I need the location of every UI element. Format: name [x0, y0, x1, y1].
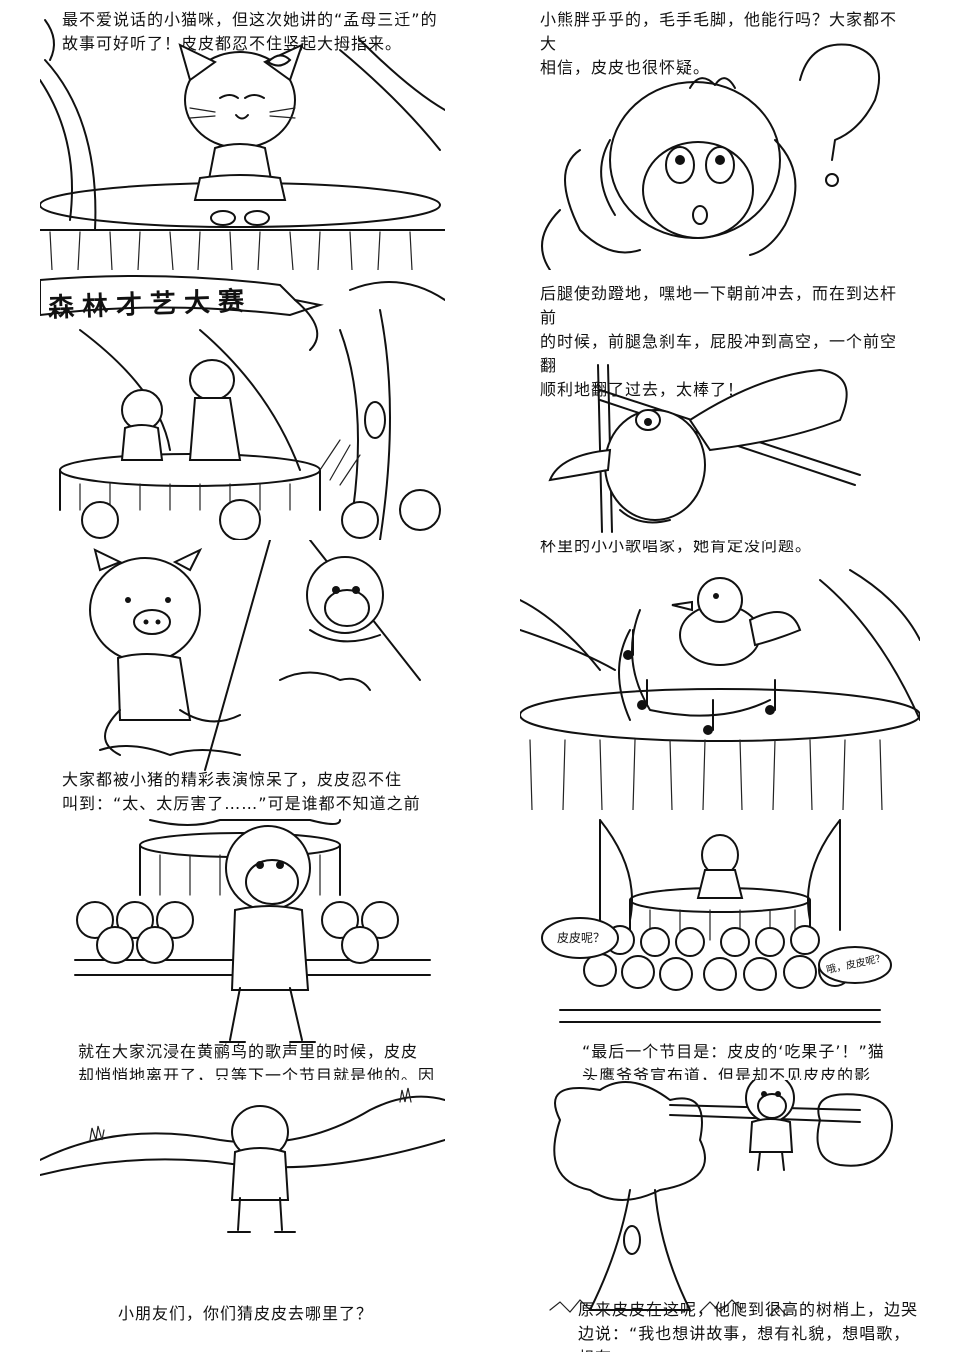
oriole-stage-illustration [520, 569, 920, 810]
panel-caption: 原来皮皮在这呢，他爬到很高的树梢上，边哭 边说：“我也想讲故事，想有礼貌，想唱歌… [578, 1300, 919, 1352]
panel-contest-banner: 森林才艺大赛 [40, 270, 445, 540]
pig-sprint-illustration [89, 540, 421, 771]
pig-panel-caption: 大家都被小猪的精彩表演惊呆了，皮皮忍不住 叫到：“太、太厉害了……”可是谁都不知… [62, 770, 421, 813]
panel-pig-sprint [40, 540, 445, 810]
panel-caption: 杯里的小小歌唱家，她肯定没问题。 [540, 540, 813, 555]
contest-stage-illustration [40, 275, 445, 540]
tree-illustration [549, 1080, 893, 1316]
panel-monkey-in-tree: 原来皮皮在这呢，他爬到很高的树梢上，边哭 边说：“我也想讲故事，想有礼貌，想唱歌… [520, 1080, 920, 1352]
panel-caption: 最不爱说话的小猫咪，但这次她讲的“孟母三迁”的 故事可好听了！皮皮都忍不住竖起大… [62, 10, 438, 53]
monkey-leave-illustration [74, 819, 431, 1043]
owl-announce-illustration [541, 819, 892, 1023]
panel-caption: 小熊胖乎乎的，毛手毛脚，他能行吗？大家都不大 相信，皮皮也很怀疑。 [540, 10, 898, 77]
kitten-stage-illustration [40, 19, 445, 270]
panel-caption: 后腿使劲蹬地，嘿地一下朝前冲去，而在到达杆前 的时候，前腿急刹车，屁股冲到高空，… [540, 284, 898, 399]
panel-where-is-pipi: 皮皮呢？ 哦，皮皮呢？ “最后一个节目是：皮皮的‘吃果子’！”猫 头鹰爷爷宣布道… [520, 810, 920, 1080]
hills-illustration [40, 1087, 445, 1233]
monkey-doubt-illustration [541, 43, 880, 270]
panel-caption: “最后一个节目是：皮皮的‘吃果子’！”猫 头鹰爷爷宣布道，但是却不见皮皮的影子。… [582, 1042, 885, 1080]
bird-vault-illustration [548, 364, 861, 533]
panel-guess-where: 小朋友们，你们猜皮皮去哪里了？ [40, 1080, 445, 1352]
panel-oriole-sing: 杯里的小小歌唱家，她肯定没问题。 [520, 540, 920, 810]
panel-kitten-story: 最不爱说话的小猫咪，但这次她讲的“孟母三迁”的 故事可好听了！皮皮都忍不住竖起大… [40, 0, 445, 270]
speech-bubble-left: 皮皮呢？ [556, 931, 605, 945]
panel-bird-vault: 后腿使劲蹬地，嘿地一下朝前冲去，而在到达杆前 的时候，前腿急刹车，屁股冲到高空，… [520, 270, 920, 540]
panel-monkey-doubt: 小熊胖乎乎的，毛手毛脚，他能行吗？大家都不大 相信，皮皮也很怀疑。 [520, 0, 920, 270]
panel-monkey-leave [40, 810, 445, 1080]
panel-caption: 小朋友们，你们猜皮皮去哪里了？ [118, 1304, 374, 1323]
contest-banner: 森林才艺大赛 [47, 286, 253, 324]
